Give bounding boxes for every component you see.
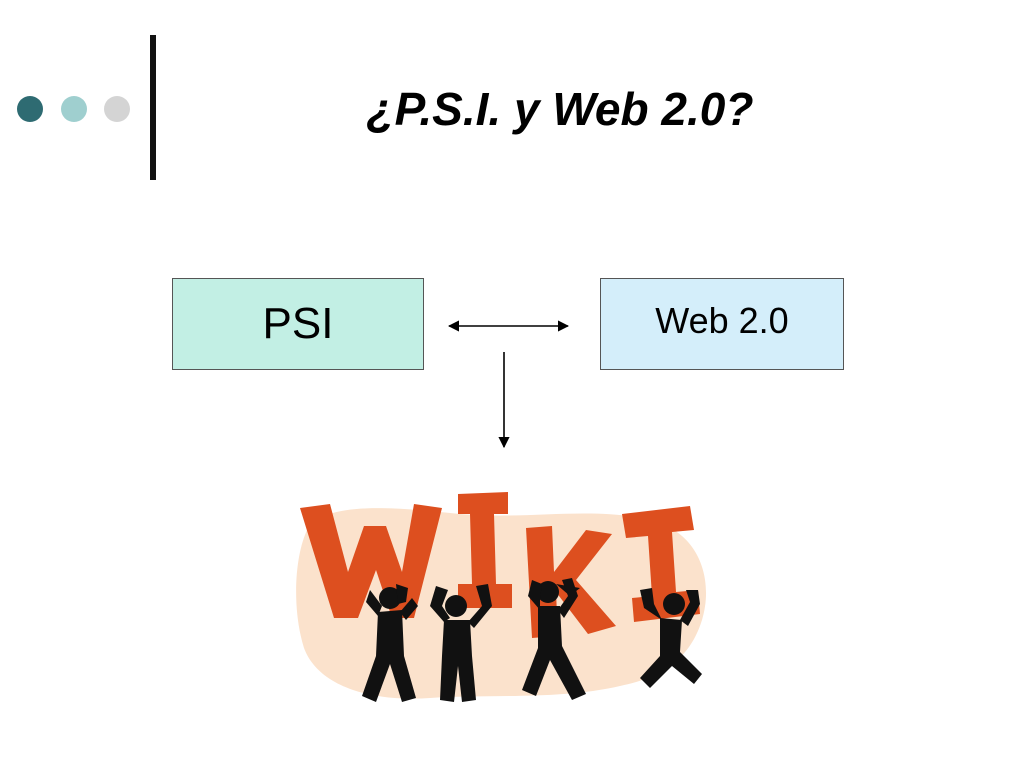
decor-dot-gray <box>104 96 130 122</box>
wiki-figures <box>362 578 702 702</box>
node-psi-label: PSI <box>262 299 334 348</box>
decor-dot-dark <box>17 96 43 122</box>
title-divider <box>150 35 156 180</box>
node-web: Web 2.0 <box>600 278 844 370</box>
wiki-illustration <box>296 492 707 702</box>
slide-title: ¿P.S.I. y Web 2.0? <box>366 83 754 135</box>
node-psi: PSI <box>172 278 424 370</box>
decor-dot-teal <box>61 96 87 122</box>
node-web-label: Web 2.0 <box>655 300 789 341</box>
